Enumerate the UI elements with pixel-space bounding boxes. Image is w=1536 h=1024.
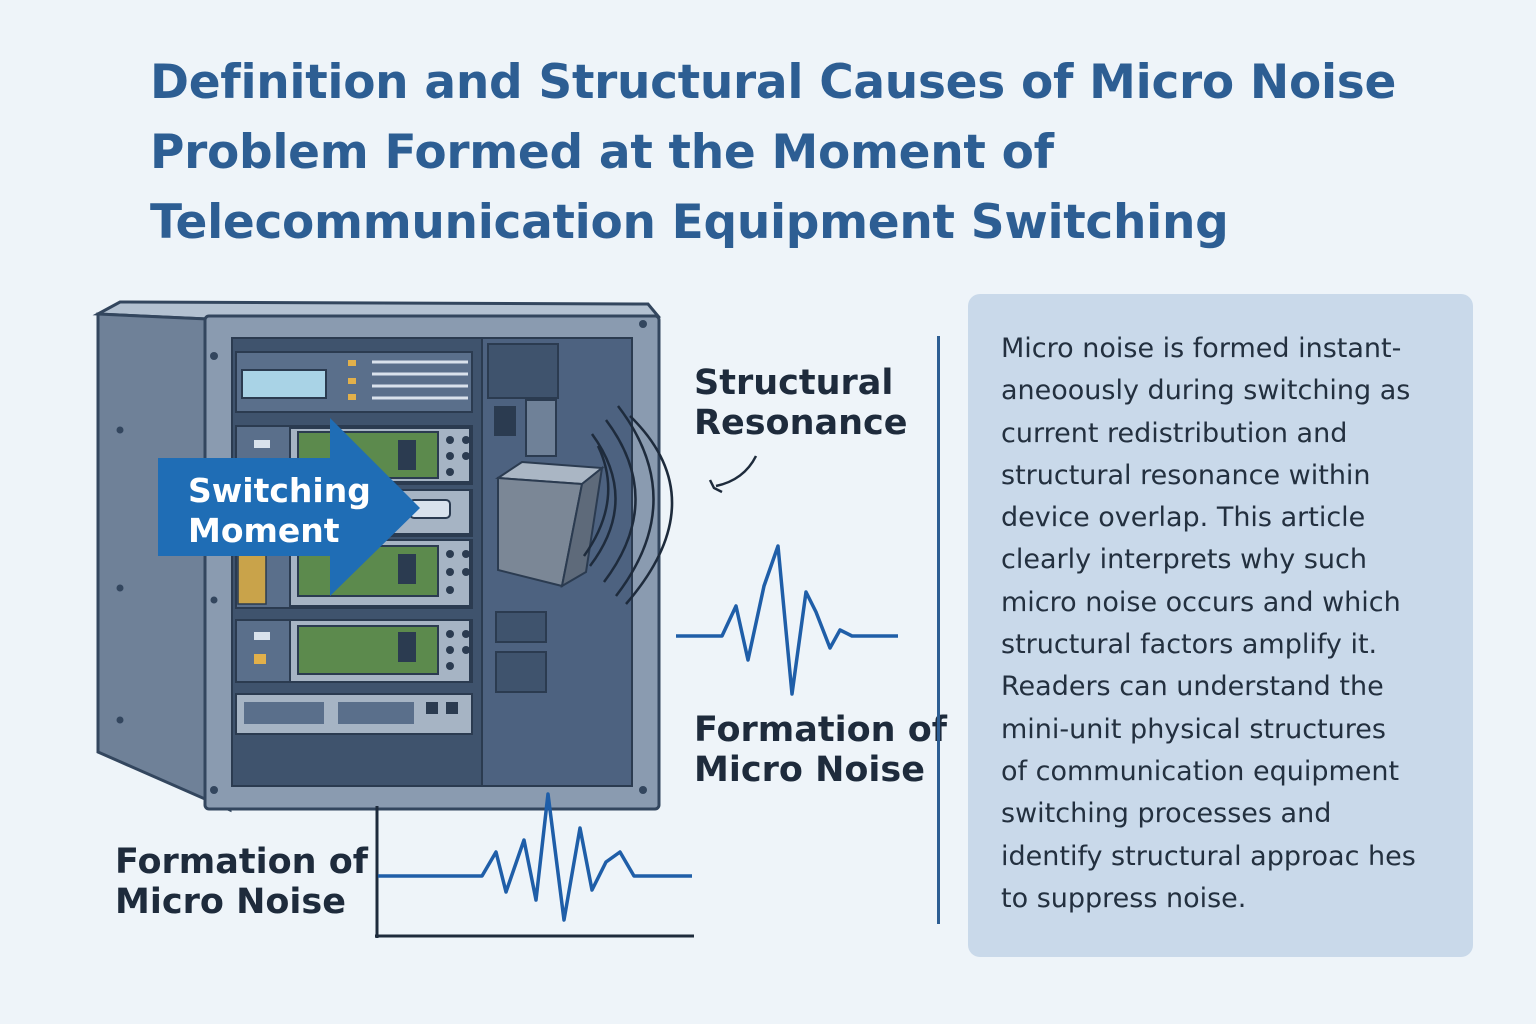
label-line: Switching <box>188 471 371 510</box>
description-line: Micro noise is formed instant- <box>1001 333 1402 364</box>
label-line: Micro Noise <box>115 882 346 922</box>
structural-resonance-label: Structural Resonance <box>694 363 908 443</box>
title-line: Definition and Structural Causes of Micr… <box>150 55 1397 110</box>
noise-waveform-icon <box>676 544 898 696</box>
description-panel <box>968 294 1473 957</box>
description-line: of communication equipment <box>1001 755 1400 787</box>
description-line: device overlap. This article <box>1001 502 1366 534</box>
label-line: Micro Noise <box>694 750 925 790</box>
vertical-divider <box>937 336 940 924</box>
description-line: current redistribution and <box>1001 417 1348 449</box>
description-line: aneoously during switching as <box>1001 375 1411 407</box>
formation-label-right: Formation of Micro Noise <box>694 710 947 790</box>
switching-moment-label: Switching Moment <box>188 471 371 551</box>
switching-arrow-icon <box>158 418 420 596</box>
label-line: Moment <box>188 511 340 550</box>
label-line: Formation of <box>694 710 948 750</box>
description-line: structural factors amplify it. <box>1001 629 1378 661</box>
description-line: clearly interprets why such <box>1001 544 1367 576</box>
page-title: Definition and Structural Causes of Micr… <box>150 48 1450 258</box>
description-line: micro noise occurs and which <box>1001 586 1401 618</box>
noise-chart <box>375 792 694 938</box>
description-line: mini-unit physical structures <box>1001 713 1386 745</box>
description-line: Readers can understand the <box>1001 671 1384 703</box>
formation-label-left: Formation of Micro Noise <box>115 842 368 922</box>
description-line: to suppress noise. <box>1001 882 1247 914</box>
description-line: switching processes and <box>1001 798 1332 830</box>
label-line: Structural <box>694 363 894 403</box>
label-line: Resonance <box>694 403 908 443</box>
description-line: structural resonance within <box>1001 459 1371 491</box>
label-line: Formation of <box>115 842 369 882</box>
title-line: Telecommunication Equipment Switching <box>150 195 1229 250</box>
noise-waveform-icon <box>378 792 692 922</box>
description-line: identify structural approac hes <box>1001 840 1416 872</box>
resonance-waves-icon <box>582 405 758 605</box>
description-text: Micro noise is formed instant- aneoously… <box>1001 328 1461 920</box>
title-line: Problem Formed at the Moment of <box>150 125 1054 180</box>
